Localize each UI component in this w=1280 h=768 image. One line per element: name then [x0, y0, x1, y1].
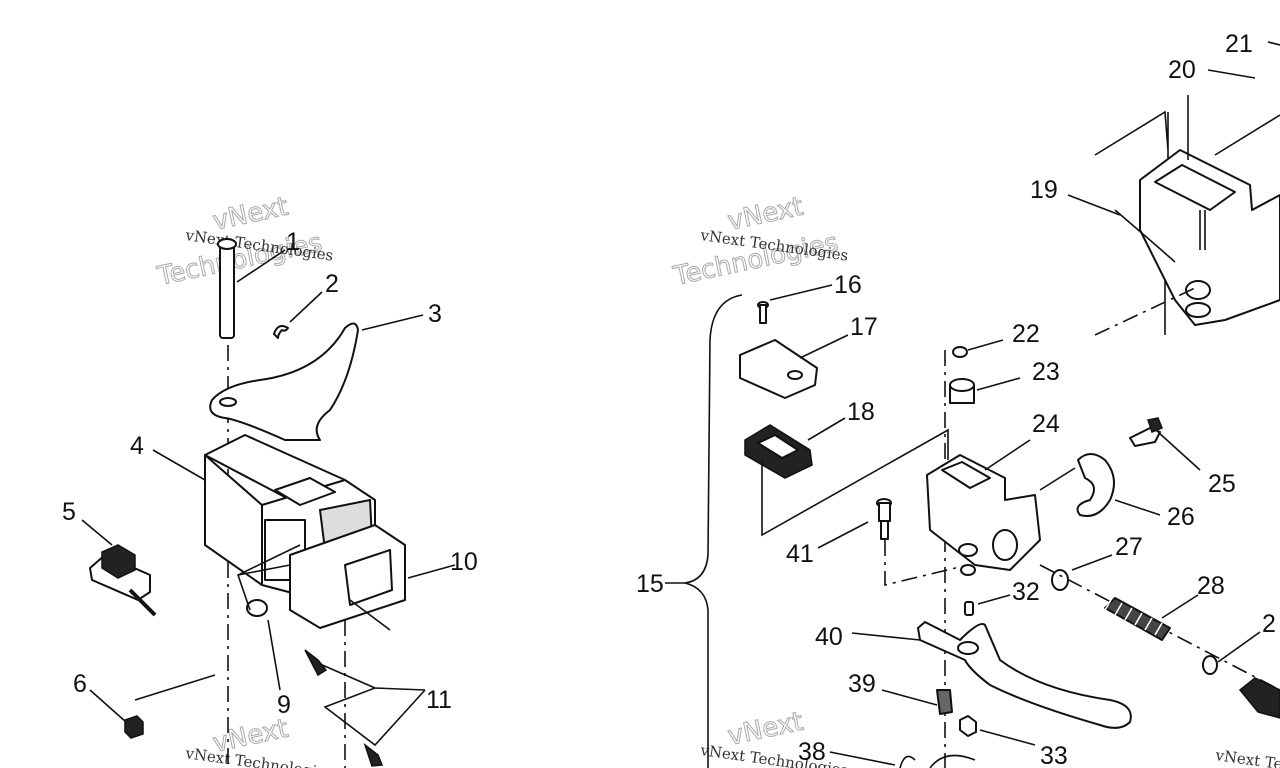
callout-6: 6: [73, 670, 87, 698]
clamp-part-26: [1076, 453, 1115, 517]
callout-4: 4: [130, 432, 144, 460]
screw-part-16: [757, 301, 769, 324]
callout-24: 24: [1032, 410, 1060, 438]
callout-38: 38: [798, 738, 826, 766]
spring-part-39: [936, 689, 953, 715]
callout-19: 19: [1030, 176, 1058, 204]
callout-15: 15: [636, 570, 664, 598]
nut-part-6: [124, 715, 144, 739]
right-assembly: [665, 41, 1280, 768]
watermark-left-bottom: vNext vNext Technologies: [183, 713, 334, 768]
callout-22: 22: [1012, 320, 1040, 348]
callout-11: 11: [426, 686, 452, 714]
cap-part-17: [739, 339, 818, 399]
callout-17: 17: [850, 313, 878, 341]
callout-21: 21: [1225, 30, 1253, 58]
watermark-vnext: vNext: [210, 192, 291, 237]
callout-27: 27: [1115, 533, 1143, 561]
watermark-text: vNext Technologies: [698, 741, 849, 768]
screw-part-25: [1129, 417, 1163, 447]
watermark-center-top: vNext Technologies vNext Technologies: [670, 191, 850, 292]
callout-1: 1: [286, 228, 300, 256]
callout-9: 9: [277, 691, 291, 719]
spring-part-29: [1238, 677, 1280, 719]
callout-40: 40: [815, 623, 843, 651]
pin-part-1: [217, 238, 237, 339]
lever-bracket-part-3: [209, 322, 359, 441]
screw-part-11: [363, 742, 384, 767]
axis-line: [884, 540, 969, 587]
callout-25: 25: [1208, 470, 1236, 498]
clip-part-2: [273, 325, 289, 339]
spring-part-28: [1104, 597, 1171, 641]
callout-5: 5: [62, 498, 76, 526]
washer-part-29: [1202, 655, 1218, 675]
watermark-vnext: vNext: [725, 192, 806, 237]
pin-part-32: [964, 601, 974, 616]
callout-3: 3: [428, 300, 442, 328]
group-bracket: [684, 294, 743, 768]
bushing-part-23: [949, 378, 975, 404]
watermark-center-bottom: vNext vNext Technologies: [698, 706, 849, 768]
washer-part-22: [952, 346, 968, 358]
callout-41: 41: [786, 540, 814, 568]
bolt-part-41: [876, 498, 892, 540]
washer-part-27: [1051, 569, 1069, 591]
callout-18: 18: [847, 398, 875, 426]
left-assembly: [81, 238, 456, 768]
callout-33: 33: [1040, 742, 1068, 768]
knob-part-5: [89, 544, 157, 617]
callout-16: 16: [834, 271, 862, 299]
callout-28: 28: [1197, 572, 1225, 600]
nut-part-33: [959, 715, 977, 737]
callout-32: 32: [1012, 578, 1040, 606]
callout-2: 2: [325, 270, 339, 298]
upper-housing-part-20: [1094, 95, 1280, 336]
callout-23: 23: [1032, 358, 1060, 386]
callout-20: 20: [1168, 56, 1196, 84]
callout-labels: 1 2 3 4 5 6 9 10 11 15 16 17 18 19 20 21…: [62, 30, 1276, 768]
switch-cover-part-10: [289, 524, 406, 631]
callout-26: 26: [1167, 503, 1195, 531]
watermark-text: vNext Technologies: [1213, 746, 1280, 768]
diaphragm-part-18: [744, 424, 813, 479]
master-cylinder-part-24: [926, 454, 1041, 576]
watermark-vnext: vNext: [725, 707, 806, 752]
callout-39: 39: [848, 670, 876, 698]
callout-10: 10: [450, 548, 478, 576]
screw-part-11: [304, 649, 328, 677]
callout-29: 2: [1262, 610, 1276, 638]
washer-part-9: [246, 599, 268, 617]
